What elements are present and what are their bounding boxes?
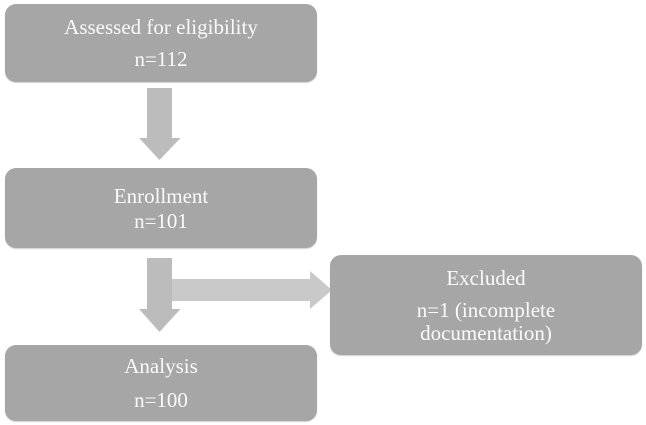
flow-box-analysis: Analysis n=100: [5, 345, 317, 421]
flow-box-enrollment: Enrollment n=101: [5, 168, 317, 248]
analysis-count: n=100: [134, 388, 188, 412]
excluded-count: n=1 (incomplete documentation): [416, 297, 556, 345]
assessed-label: Assessed for eligibility: [64, 15, 258, 39]
flow-box-excluded: Excluded n=1 (incomplete documentation): [330, 255, 642, 355]
down-arrow-icon: [139, 88, 181, 160]
enrollment-count: n=101: [134, 208, 188, 233]
excluded-label: Excluded: [446, 265, 526, 290]
analysis-label: Analysis: [124, 354, 198, 378]
right-arrow-icon: [162, 271, 332, 309]
assessed-count: n=112: [134, 47, 188, 71]
flow-box-assessed: Assessed for eligibility n=112: [5, 4, 317, 82]
down-arrow-icon: [139, 258, 181, 332]
enrollment-label: Enrollment: [113, 183, 209, 208]
